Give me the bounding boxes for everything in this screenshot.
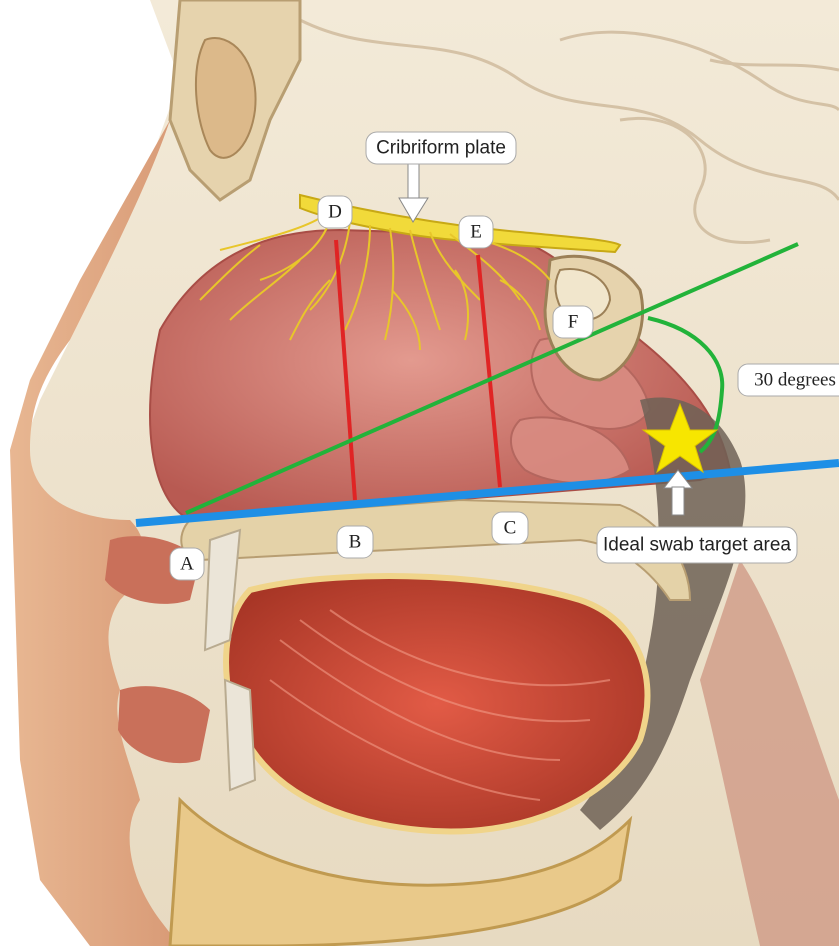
label-cribriform: Cribriform plate [366,132,516,164]
label-target: Ideal swab target area [597,527,797,563]
label-f: F [553,306,593,338]
svg-text:B: B [349,532,362,553]
svg-text:Cribriform plate: Cribriform plate [376,138,506,159]
svg-text:D: D [328,202,342,223]
svg-text:30 degrees: 30 degrees [754,370,836,391]
label-d: D [318,196,352,228]
svg-text:C: C [504,518,517,539]
label-b: B [337,526,373,558]
svg-text:E: E [470,222,482,243]
svg-text:F: F [568,312,579,333]
label-angle: 30 degrees [738,364,839,396]
svg-text:A: A [180,554,194,575]
lower-incisor [225,680,255,790]
label-a: A [170,548,204,580]
label-c: C [492,512,528,544]
label-e: E [459,216,493,248]
svg-text:Ideal swab target area: Ideal swab target area [603,535,791,556]
